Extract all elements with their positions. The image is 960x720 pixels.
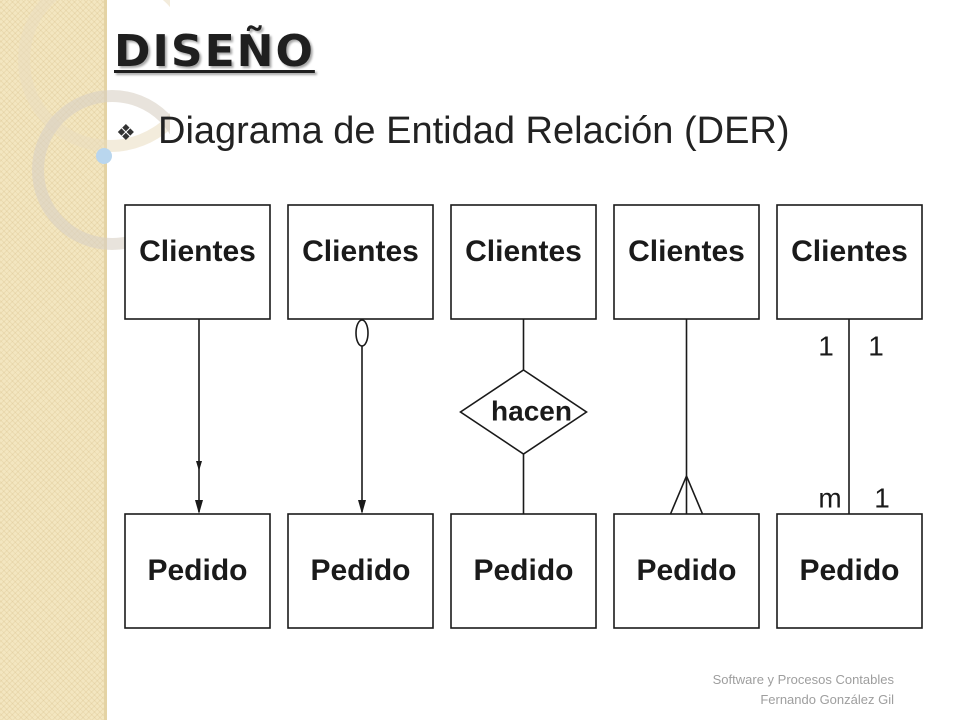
side-band-edge (104, 0, 107, 720)
entity-label-top-3: Clientes (465, 235, 582, 268)
relation-label-hacen: hacen (491, 395, 572, 426)
entity-box-top-2 (287, 204, 434, 320)
arrow-head-1 (195, 500, 203, 514)
diamond-bullet-icon: ❖ (116, 120, 136, 145)
crows-foot-right (685, 475, 704, 515)
arrow-mid-tick-1 (196, 461, 202, 471)
slide-subtitle: Diagrama de Entidad Relación (DER) (158, 110, 790, 152)
entity-label-bottom-5: Pedido (799, 554, 899, 587)
cardinality-top-right: 1 (868, 330, 884, 361)
entity-box-bottom-1 (124, 513, 271, 629)
entity-label-bottom-4: Pedido (636, 554, 736, 587)
arrow-head-2 (358, 500, 366, 514)
entity-box-bottom-2 (287, 513, 434, 629)
entity-label-bottom-3: Pedido (473, 554, 573, 587)
entity-label-top-5: Clientes (791, 235, 908, 268)
entity-box-bottom-5 (776, 513, 923, 629)
entity-label-bottom-1: Pedido (147, 554, 247, 587)
page-title: DISEÑO (114, 26, 315, 77)
cardinality-bottom-left: m (818, 482, 841, 513)
entity-box-bottom-4 (613, 513, 760, 629)
cardinality-bottom-right: 1 (874, 482, 890, 513)
entity-label-top-1: Clientes (139, 235, 256, 268)
footer-course: Software y Procesos Contables (712, 672, 894, 687)
entity-label-top-2: Clientes (302, 235, 419, 268)
cardinality-top-left: 1 (818, 330, 834, 361)
entity-box-top-4 (613, 204, 760, 320)
decorative-rings (18, 0, 170, 250)
entity-box-top-1 (124, 204, 271, 320)
footer-author: Fernando González Gil (760, 692, 894, 707)
crows-foot-left (669, 475, 688, 515)
entity-label-top-4: Clientes (628, 235, 745, 268)
optional-circle-2 (355, 319, 369, 347)
footer: Software y Procesos Contables Fernando G… (713, 670, 894, 710)
entity-label-bottom-2: Pedido (310, 554, 410, 587)
entity-box-top-5 (776, 204, 923, 320)
decorative-dot (96, 148, 112, 164)
